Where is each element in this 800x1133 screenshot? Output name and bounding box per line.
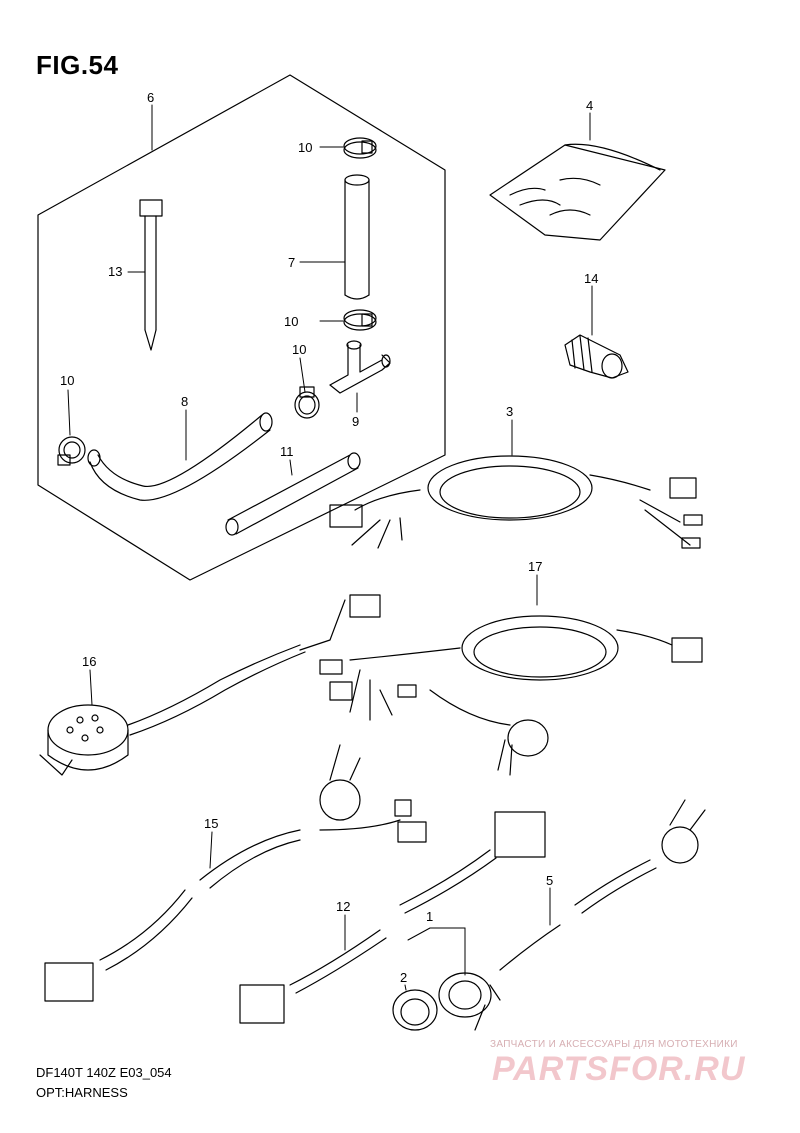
part-2-cap [393, 990, 437, 1030]
callout-5: 5 [546, 873, 553, 888]
part-11-hose-straight [226, 453, 360, 535]
part-15-harness [45, 745, 426, 1001]
callout-11: 11 [280, 444, 294, 459]
part-8-hose-bent [88, 413, 272, 500]
part-10-clamp-left [58, 437, 85, 465]
part-3-harness [330, 456, 702, 548]
part-9-t-joint [330, 341, 390, 393]
callout-7: 7 [288, 255, 295, 270]
callout-17: 17 [528, 559, 542, 574]
part-10-clamp-small [295, 387, 319, 418]
part-10-clamp-middle [344, 310, 376, 330]
callout-8: 8 [181, 394, 188, 409]
figure-title: FIG.54 [36, 50, 119, 80]
part-14-harness [240, 812, 545, 1023]
callout-9: 9 [352, 414, 359, 429]
callout-14: 12 [336, 899, 350, 914]
callout-4: 4 [586, 98, 593, 113]
callout-12: 13 [108, 264, 122, 279]
callout-15: 15 [204, 816, 218, 831]
callout-16: 16 [82, 654, 96, 669]
part-12-cable-tie [140, 200, 162, 350]
watermark-logo: PARTSFOR.RU [492, 1050, 746, 1088]
callout-1: 1 [426, 909, 433, 924]
callout-10-middle: 10 [284, 314, 298, 329]
callout-10-small: 10 [292, 342, 306, 357]
leader-lines [68, 105, 592, 990]
callout-13: 14 [584, 271, 598, 286]
callout-6: 6 [147, 90, 154, 105]
figure-subtitle: OPT:HARNESS [36, 1085, 128, 1100]
model-code: DF140T 140Z E03_054 [36, 1065, 172, 1080]
watermark-tagline: ЗАПЧАСТИ И АКСЕССУАРЫ ДЛЯ МОТОТЕХНИКИ [490, 1039, 738, 1050]
part-1-socket [439, 973, 500, 1030]
part-13-fitting [565, 335, 628, 378]
callout-3: 3 [506, 404, 513, 419]
part-17-harness [300, 595, 702, 775]
part-16-buzzer [40, 645, 305, 775]
callout-10-top: 10 [298, 140, 312, 155]
part-5-harness [500, 800, 705, 970]
callout-10-left: 10 [60, 373, 74, 388]
part-7-hose [345, 175, 369, 299]
kit-outline [38, 75, 445, 580]
part-10-clamp-top [344, 138, 376, 158]
part-4-bag [490, 144, 665, 240]
callout-2: 2 [400, 970, 407, 985]
